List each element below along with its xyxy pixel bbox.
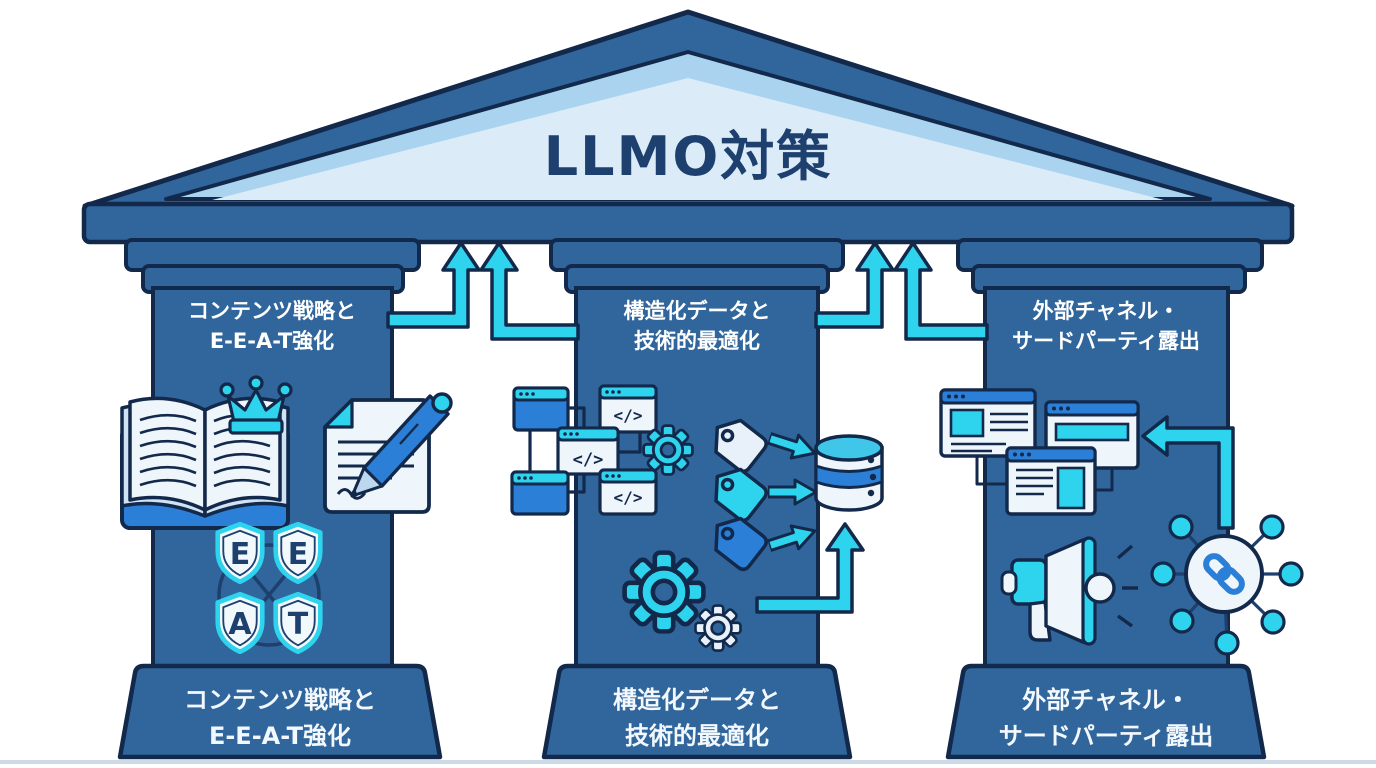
shield-letter: A [228, 607, 252, 642]
pillar-2-top-label-line1: 構造化データと [623, 299, 771, 323]
code-symbol: </> [614, 406, 643, 425]
entablature-beam [81, 201, 1295, 245]
code-symbol: </> [573, 450, 604, 470]
up-arrow-icon [814, 241, 895, 329]
pillar-1-top-label-line2: E-E-A-T強化 [209, 329, 335, 354]
code-window-tree-icon: </> </> </> [510, 384, 658, 516]
shield-letter: E [288, 537, 309, 572]
browser-windows-icon [939, 388, 1140, 516]
sound-lines-icon [1116, 544, 1138, 628]
network-nodes [1150, 514, 1304, 656]
pillar-1-top-label-line1: コンテンツ戦略と [188, 299, 356, 323]
code-window-icon [510, 470, 570, 516]
pillar-2-top-label: 構造化データと 技術的最適化 [547, 296, 847, 357]
pillar-2-top-label-line2: 技術的最適化 [634, 329, 760, 354]
pillar-1-base-label-line1: コンテンツ戦略と [184, 686, 376, 714]
pillar-3-base-label-line2: サードパーティ露出 [998, 722, 1214, 750]
pen-icon [350, 392, 453, 498]
gear-icon [642, 424, 694, 476]
megaphone-icon [1000, 536, 1138, 646]
browser-window-icon [1005, 446, 1097, 516]
pediment [82, 9, 1295, 209]
shield-letter: T [288, 607, 309, 642]
inbound-link-arrow [1141, 415, 1235, 530]
gear-icon [694, 604, 742, 652]
database-icon [814, 434, 884, 512]
pillar-3-base-label: 外部チャネル・ サードパーティ露出 [946, 682, 1266, 754]
gear-icon [625, 553, 704, 632]
code-symbol: </> [614, 488, 643, 507]
browser-window-icon [939, 388, 1037, 458]
pillar-3-base [945, 663, 1267, 760]
pillar-1-base-label: コンテンツ戦略と E-E-A-T強化 [120, 682, 440, 754]
shield-letter: E [230, 537, 251, 572]
code-window-icon: </> [598, 384, 658, 434]
page-title: LLMO対策 [543, 125, 833, 188]
code-window-icon [512, 386, 570, 432]
pillar-1-top-label: コンテンツ戦略と E-E-A-T強化 [122, 296, 422, 357]
eeat-shields-icon: E E A T [218, 524, 321, 652]
code-window-icon: </> [556, 426, 620, 476]
pillar-2-base-label: 構造化データと 技術的最適化 [537, 682, 857, 754]
up-arrow-icon [479, 241, 580, 341]
gear-to-database-arrow [755, 522, 865, 614]
document-pen-icon [323, 392, 453, 514]
flow-up-arrows [386, 241, 989, 341]
pillar-2-base-label-line2: 技術的最適化 [625, 722, 769, 750]
code-window-icon: </> [598, 468, 658, 516]
pillar-2-base-label-line1: 構造化データと [613, 686, 781, 714]
pillar-1-base-label-line2: E-E-A-T強化 [208, 722, 352, 750]
up-arrow-icon [893, 241, 989, 341]
up-arrow-icon [386, 241, 481, 329]
pillar-3-top-label: 外部チャネル・ サードパーティ露出 [956, 296, 1256, 357]
pillar-1-base [117, 663, 443, 760]
tag-to-database-arrows [764, 425, 821, 559]
pillar-3-top-label-line1: 外部チャネル・ [1032, 299, 1180, 323]
pillar-2-base [541, 663, 853, 760]
pillar-3-base-label-line1: 外部チャネル・ [1022, 686, 1190, 714]
crown-icon [219, 375, 293, 435]
link-network-icon [1150, 514, 1304, 656]
pillar-external-channels [945, 238, 1267, 760]
book-with-crown-icon [120, 375, 293, 530]
pillar-3-top-label-line2: サードパーティ露出 [1012, 329, 1200, 354]
ground-line [0, 760, 1376, 764]
